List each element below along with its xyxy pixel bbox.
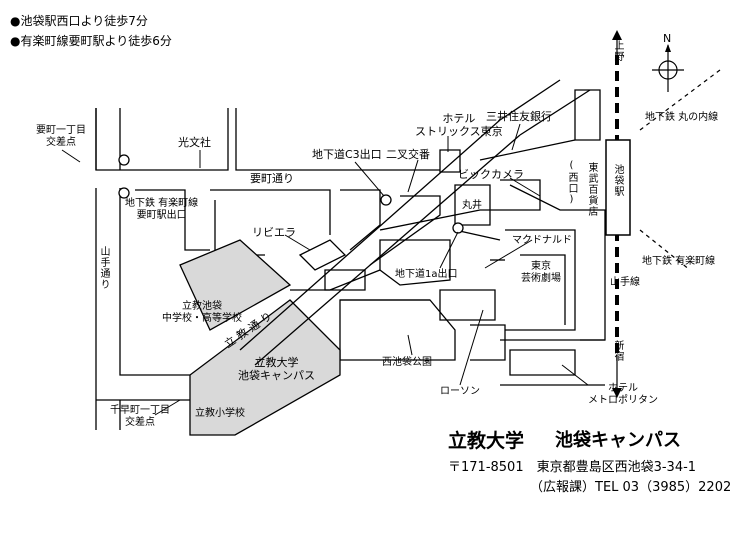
campus-name: 池袋キャンパス xyxy=(555,430,681,451)
label-tobu: 東武百貨店 xyxy=(586,162,597,217)
leader-lines xyxy=(61,123,589,416)
to-shinjuku-arrowhead xyxy=(612,388,622,398)
label-nishiguchi: (西口) xyxy=(566,160,577,206)
label-riviera: リビエラ xyxy=(252,226,296,239)
label-marui: 丸井 xyxy=(462,200,482,211)
road-mcdonalds xyxy=(454,229,501,241)
label-kanamecho-crossing: 要町一丁目 交差点 xyxy=(36,125,86,148)
1a-exit xyxy=(452,222,464,234)
block-inner-east xyxy=(520,254,566,325)
label-nishi-ikebukuro-park: 西池袋公園 xyxy=(382,357,432,368)
road-ne-2 xyxy=(519,89,591,136)
ikebukuro-station-box xyxy=(605,139,631,236)
rikkyo-dori-south xyxy=(254,134,521,366)
rikkyo-ikebukuro-block xyxy=(179,239,292,331)
label-to-shinjuku: 新宿 xyxy=(612,340,623,362)
label-yurakucho: 地下鉄 有楽町線 xyxy=(642,256,716,267)
leader-c3 xyxy=(354,161,385,197)
label-geijutsu: 東京 芸術劇場 xyxy=(521,261,561,284)
leader-lawson xyxy=(459,309,484,386)
block-marui xyxy=(454,184,491,226)
to-ueno-arrowhead xyxy=(612,30,622,40)
label-kaname-dori: 要町通り xyxy=(250,172,294,185)
block-mitsui xyxy=(574,89,601,141)
label-subway-c3: 地下道C3出口 xyxy=(312,148,382,161)
subway-lines xyxy=(639,69,721,271)
postal-address: 〒171-8501 東京都豊島区西池袋3-34-1 xyxy=(448,460,697,475)
leader-park xyxy=(407,334,413,356)
leader-1a xyxy=(439,231,459,269)
kanamecho-exit-north xyxy=(118,154,130,166)
c3-exit xyxy=(380,194,392,206)
road-ne-1 xyxy=(499,79,561,121)
yurakucho-line xyxy=(639,229,691,271)
label-hotel-strix: ホテル ストリックス東京 xyxy=(415,112,503,138)
kanamecho-exit xyxy=(118,187,130,199)
block-strix xyxy=(439,149,461,173)
block-kobunsha-east xyxy=(235,108,440,171)
block-north-west xyxy=(135,189,210,251)
block-lawson xyxy=(439,289,496,321)
campus-blocks xyxy=(179,239,341,436)
roads xyxy=(95,79,605,430)
leader-futamata xyxy=(407,159,419,193)
railway xyxy=(605,30,631,398)
block-riviera-north xyxy=(210,189,331,235)
road-inner-1 xyxy=(290,269,381,291)
label-senkawa-crossing: 千早町一丁目 交差点 xyxy=(110,405,170,428)
label-ikebukuro-station: 池袋駅 xyxy=(612,164,623,197)
block-west-edge xyxy=(119,188,190,376)
road-mitsui xyxy=(479,139,576,161)
block-riviera xyxy=(298,239,347,271)
label-campus: 立教大学 池袋キャンパス xyxy=(238,356,315,382)
label-mcdonalds: マクドナルド xyxy=(512,235,572,246)
label-to-ueno: 上野 xyxy=(612,40,623,62)
leader-senkawa xyxy=(154,399,181,416)
phone-number: （広報課）TEL 03（3985）2202 xyxy=(530,480,732,495)
campus-block xyxy=(189,299,341,436)
block-park xyxy=(339,299,456,361)
block-1a xyxy=(379,239,451,286)
leader-metropolitan xyxy=(561,364,589,386)
university-name: 立教大学 xyxy=(448,430,525,452)
block-geijutsu xyxy=(505,229,576,331)
access-ikebukuro: ●池袋駅西口より徒歩7分 xyxy=(10,14,148,28)
label-rikkyo-ikebukuro: 立教池袋 中学校・高等学校 xyxy=(162,301,242,324)
label-kobunsha: 光文社 xyxy=(178,136,211,149)
leader-riviera xyxy=(284,234,311,251)
leader-mitsui xyxy=(511,123,521,151)
block-lawson-south xyxy=(470,324,506,361)
label-bic-camera: ビックカメラ xyxy=(458,168,524,181)
leader-bic xyxy=(509,177,541,197)
label-subway-1a: 地下道1a出口 xyxy=(395,269,458,280)
city-blocks xyxy=(95,89,606,376)
compass-icon xyxy=(652,44,684,92)
leader-mcdonalds xyxy=(484,239,533,269)
label-futamata-koban: 二叉交番 xyxy=(386,148,430,161)
block-small xyxy=(324,269,366,291)
road-to-marui xyxy=(379,209,500,231)
label-yamanote-line: 山手線 xyxy=(610,277,640,288)
block-metropolitan xyxy=(509,349,576,376)
marunouchi-line xyxy=(639,69,721,131)
label-elementary: 立教小学校 xyxy=(195,408,245,419)
rikkyo-dori-north xyxy=(239,119,501,351)
label-yamate-dori: 山手通り xyxy=(98,246,109,290)
access-kanamecho: ●有楽町線要町駅より徒歩6分 xyxy=(10,34,172,48)
label-lawson: ローソン xyxy=(440,386,480,397)
label-kanamecho-station: 地下鉄 有楽町線 要町駅出口 xyxy=(125,198,199,221)
label-north: N xyxy=(663,32,672,45)
block-bic xyxy=(500,179,541,211)
road-bic xyxy=(509,184,580,211)
label-mitsui-bank: 三井住友銀行 xyxy=(486,110,552,123)
label-marunouchi: 地下鉄 丸の内線 xyxy=(645,112,719,123)
block-tobu-south xyxy=(580,209,606,341)
label-hotel-metropolitan: ホテル メトロポリタン xyxy=(588,383,658,406)
leader-kanamecho-crossing xyxy=(61,149,81,163)
block-c3 xyxy=(340,189,381,251)
